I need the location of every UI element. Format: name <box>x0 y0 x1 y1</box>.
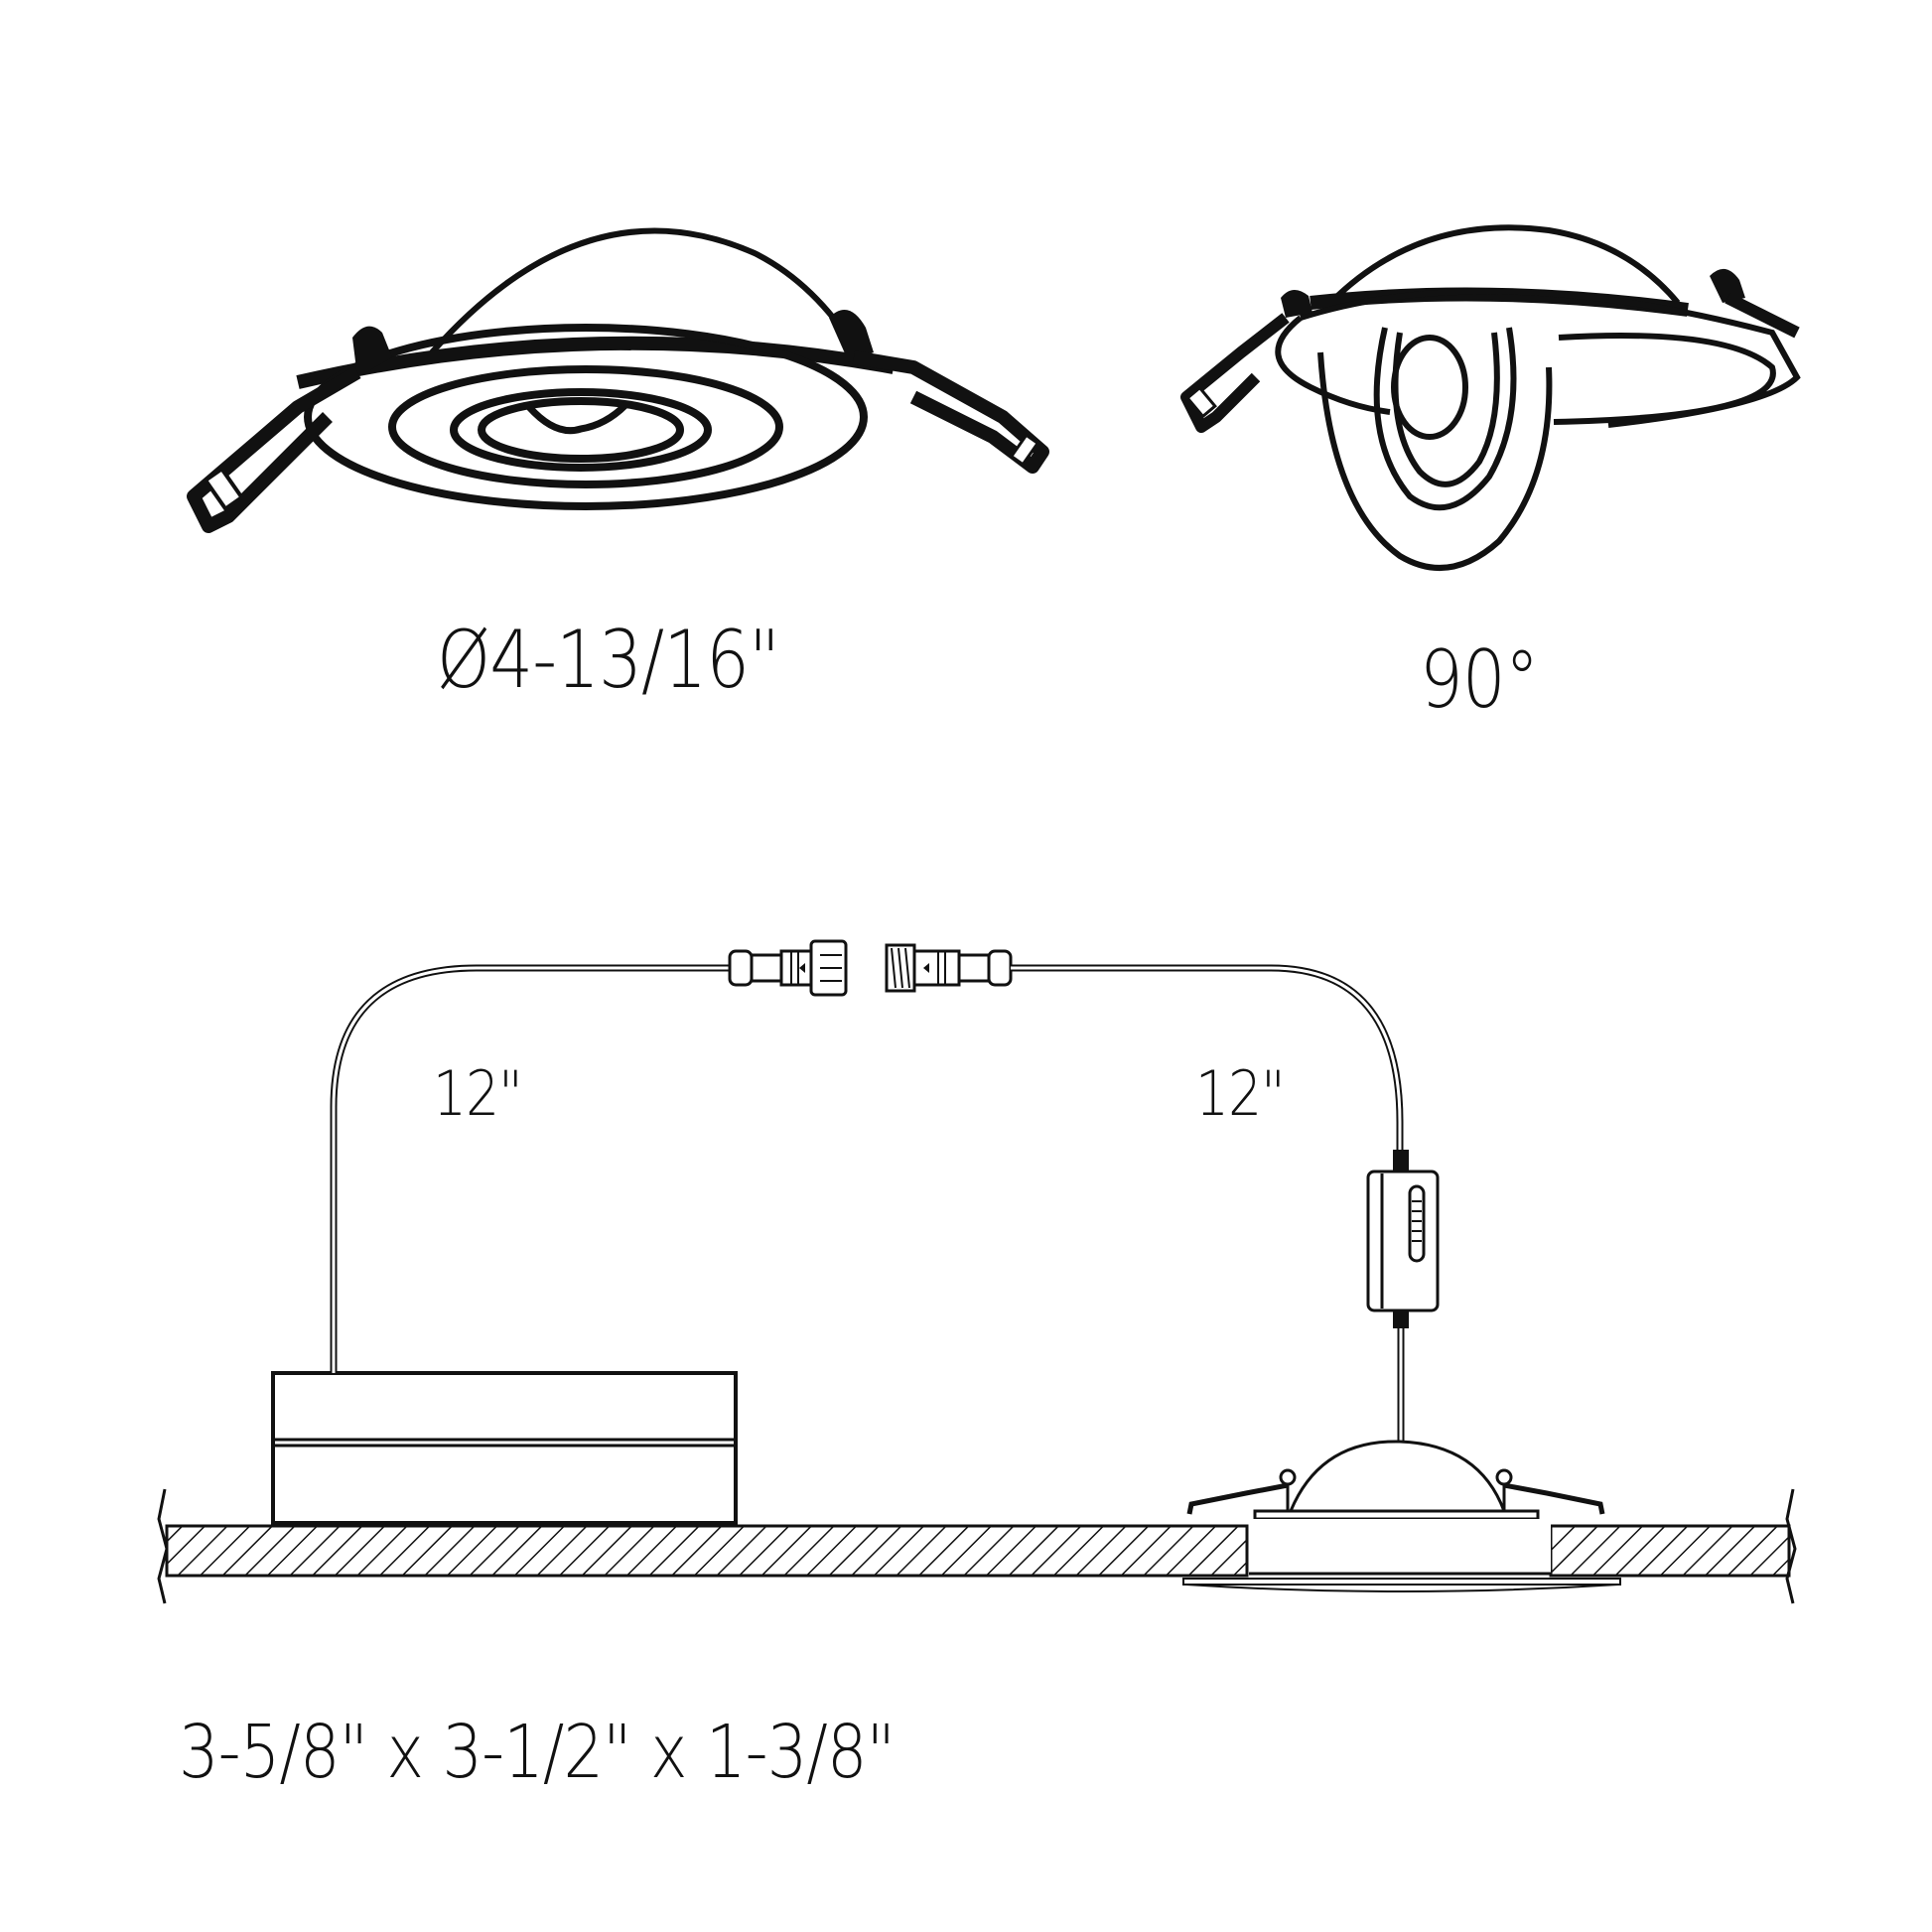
installation-side-view <box>157 939 1797 1604</box>
gimbal-outer <box>1317 351 1553 571</box>
installed-fixture <box>1182 1440 1621 1592</box>
break-line-left <box>157 1488 169 1604</box>
lens-ring-inner <box>478 397 684 463</box>
spring-clip-left <box>187 326 392 533</box>
break-line-right <box>1785 1488 1797 1604</box>
tilt-trim-back <box>1300 288 1801 428</box>
ceiling-section-right <box>1549 1524 1791 1578</box>
junction-box-dimensions-label: 3-5/8" x 3-1/2" x 1-3/8" <box>179 1710 896 1795</box>
fixture-tilt-view <box>1180 224 1801 571</box>
diameter-label: Ø4-13/16" <box>437 614 780 706</box>
fixture-front-view <box>187 227 1049 533</box>
ceiling-section-left <box>165 1524 1249 1578</box>
junction-box <box>271 1371 738 1525</box>
tilt-trim <box>1275 315 1776 425</box>
fixture-rim-top <box>296 336 896 389</box>
trim-outer <box>304 324 868 510</box>
tilt-dome <box>1327 224 1681 306</box>
tilt-spring-clip-right <box>1710 268 1800 339</box>
driver-cable <box>330 964 735 1373</box>
driver-cable-length-label: 12" <box>433 1057 523 1130</box>
spring-clip-right <box>829 310 1049 474</box>
connector-female <box>728 939 848 997</box>
installed-dome <box>1289 1440 1506 1512</box>
inline-dimmer-module <box>1366 1150 1440 1328</box>
connector-male <box>885 943 1013 993</box>
fixture-dome <box>429 227 859 354</box>
tilt-angle-label: 90° <box>1420 633 1539 726</box>
gimbal-ring-1 <box>1373 327 1517 511</box>
gimbal-lens <box>1391 335 1468 440</box>
lens-ring-outer <box>450 388 712 472</box>
trim-middle <box>388 365 783 488</box>
tilt-spring-clip-left <box>1180 289 1312 433</box>
gimbal-ring-2 <box>1392 332 1500 487</box>
lens-dip <box>526 402 628 435</box>
fixture-cable-length-label: 12" <box>1195 1057 1286 1130</box>
